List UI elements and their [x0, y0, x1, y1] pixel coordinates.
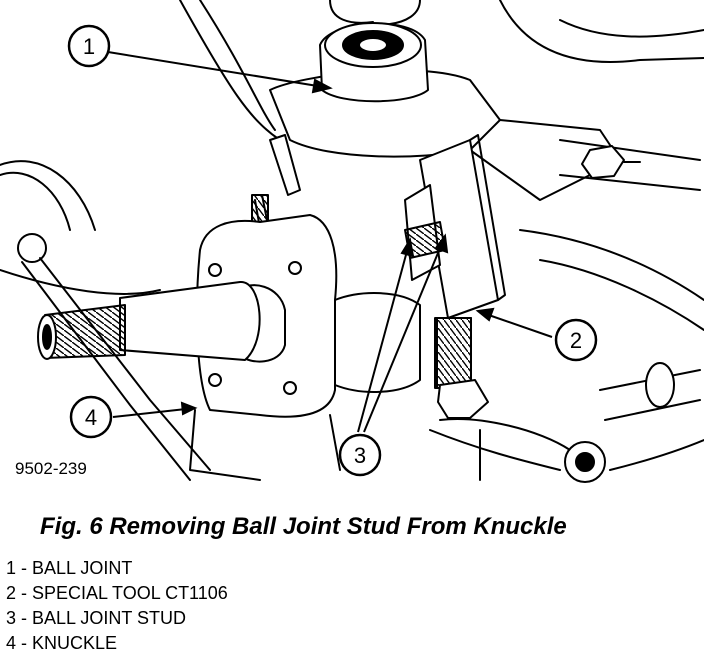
leader-line-4: [112, 407, 196, 418]
spindle: [37, 280, 261, 361]
steering-knuckle: [189, 214, 421, 481]
callout-circle: [67, 24, 111, 68]
leader-lines: [107, 51, 553, 433]
arrowhead-2: [475, 307, 495, 322]
callout-circle: [554, 318, 598, 362]
lower-link: [439, 362, 701, 483]
arrowhead-3a: [400, 237, 415, 258]
ball-joint-removal-illustration: 1 2 3 4 9502-239: [0, 0, 704, 483]
arrowhead-1: [311, 78, 333, 94]
callout-number: 4: [85, 405, 97, 430]
callout-3: 3: [338, 433, 382, 477]
arrowhead-3b: [434, 233, 449, 254]
leader-line-3b: [363, 235, 446, 433]
legend-item: 3 - BALL JOINT STUD: [6, 608, 187, 628]
leader-line-1: [107, 51, 331, 89]
legend-item: 2 - SPECIAL TOOL CT1106: [6, 583, 228, 603]
callout-number: 1: [83, 34, 95, 59]
ball-joint: [319, 0, 429, 103]
callout-number: 3: [354, 443, 366, 468]
figure-caption: Fig. 6 Removing Ball Joint Stud From Knu…: [40, 513, 567, 540]
legend-item: 1 - BALL JOINT: [6, 558, 133, 578]
tie-rod: [17, 233, 211, 481]
callout-circle: [69, 395, 113, 439]
figure-id-label: 9502-239: [15, 459, 87, 478]
leader-line-3a: [357, 239, 411, 433]
legend-item: 4 - KNUCKLE: [6, 633, 118, 653]
callout-number: 2: [570, 328, 582, 353]
background-body-lines: [0, 0, 704, 471]
legend-list: 1 - BALL JOINT 2 - SPECIAL TOOL CT1106 3…: [6, 556, 228, 656]
arrowhead-4: [180, 401, 198, 416]
callout-2: 2: [554, 318, 598, 362]
callout-1: 1: [67, 24, 111, 68]
leader-line-2: [479, 311, 553, 338]
callout-4: 4: [69, 395, 113, 439]
callout-circle: [338, 433, 382, 477]
